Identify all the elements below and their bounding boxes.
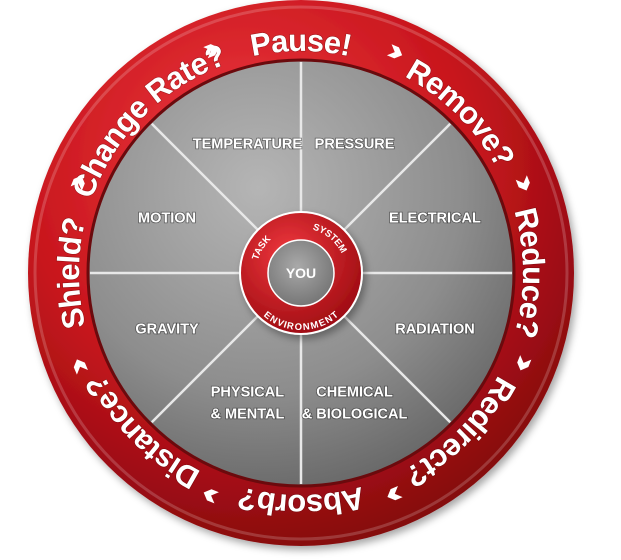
chevron-arrow-icon — [387, 486, 403, 501]
sector-label-pressure: PRESSURE — [315, 137, 395, 153]
sector-labels: PRESSURE ELECTRICAL RADIATION CHEMICAL& BIO… — [135, 136, 482, 423]
outer-ring-arrows — [70, 44, 532, 504]
hub-center-label: YOU — [286, 265, 316, 281]
chevron-arrow-icon — [386, 44, 403, 59]
chevron-arrow-icon — [203, 489, 219, 504]
sector-label-electrical: ELECTRICAL — [389, 211, 481, 227]
action-label-shield: Shield? — [51, 214, 92, 332]
sector-label-motion: MOTION — [138, 211, 196, 227]
sector-label-physical-mental: PHYSICAL& MENTAL — [211, 384, 285, 422]
outer-ring-highlight — [33, 5, 569, 541]
chevron-arrow-icon — [517, 355, 532, 371]
action-label-pause: Pause! — [248, 23, 355, 63]
sector-label-radiation: RADIATION — [395, 321, 474, 337]
sector-label-gravity: GRAVITY — [135, 321, 199, 337]
chevron-arrow-icon — [70, 175, 85, 191]
hub: YOU TASK SYSTEM ENVIRONMENT — [239, 211, 363, 335]
chevron-arrow-icon — [203, 44, 219, 59]
chevron-arrow-icon — [73, 359, 88, 375]
chevron-arrow-icon — [515, 175, 530, 191]
sector-label-chemical-biological: CHEMICAL& BIOLOGICAL — [302, 384, 408, 422]
hub-center-disc — [267, 239, 335, 307]
sector-label-temperature: TEMPERATURE — [193, 137, 303, 153]
